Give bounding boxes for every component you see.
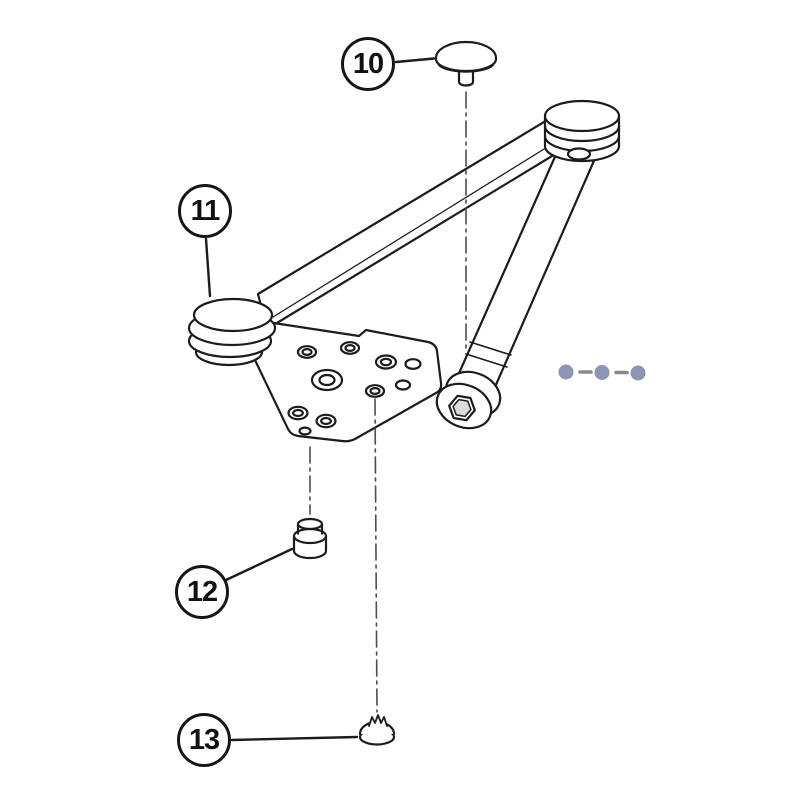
callout-label: 11 bbox=[190, 194, 221, 227]
part-12-bushing-drawing bbox=[292, 517, 328, 560]
callout-label: 12 bbox=[186, 575, 218, 608]
elbow-knuckle-drawing bbox=[543, 99, 621, 163]
callout-part-10[interactable]: 10 bbox=[341, 37, 395, 91]
leader-line-13 bbox=[230, 735, 359, 742]
callout-part-12[interactable]: 12 bbox=[175, 565, 229, 619]
accent-dot bbox=[630, 365, 646, 381]
rod-end-hex-socket bbox=[435, 370, 502, 430]
leader-line-11 bbox=[204, 237, 212, 298]
leader-line-12 bbox=[224, 547, 294, 582]
centerline-part-13 bbox=[374, 398, 378, 713]
continuation-dots bbox=[558, 364, 646, 381]
callout-part-13[interactable]: 13 bbox=[177, 713, 231, 767]
shoulder-knuckle-drawing bbox=[187, 297, 277, 367]
accent-dot bbox=[594, 365, 610, 380]
accent-dot bbox=[558, 364, 574, 380]
callout-label: 13 bbox=[188, 723, 220, 756]
callout-part-11[interactable]: 11 bbox=[178, 184, 232, 238]
leader-line-10 bbox=[394, 57, 436, 64]
callout-label: 10 bbox=[352, 47, 384, 80]
part-10-cap-drawing bbox=[434, 40, 498, 87]
mounting-plate-drawing bbox=[251, 320, 443, 443]
part-13-cap-drawing bbox=[358, 714, 396, 746]
